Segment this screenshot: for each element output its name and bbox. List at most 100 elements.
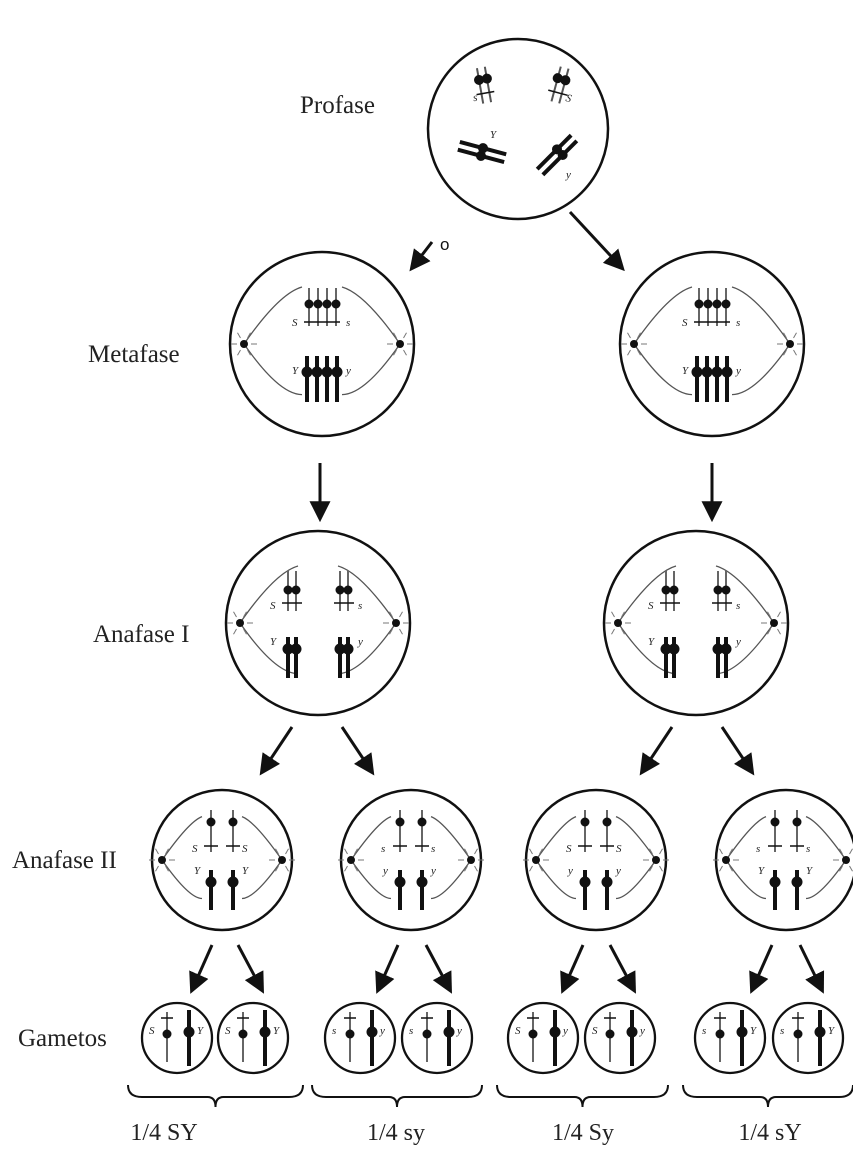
result-label-SY: 1/4 SY xyxy=(130,1120,197,1146)
centromere xyxy=(238,1029,248,1039)
centromere xyxy=(701,366,713,378)
aster-ray xyxy=(403,349,407,356)
arrow-a1-left-2 xyxy=(340,726,375,776)
centriole xyxy=(652,856,660,864)
cell-membrane xyxy=(771,1001,845,1075)
label-profase: Profase xyxy=(300,92,375,119)
centromere xyxy=(443,1026,455,1038)
gene-label: y xyxy=(382,865,388,877)
cell-membrane xyxy=(140,1001,214,1075)
cell-membrane xyxy=(583,1001,657,1075)
centromere xyxy=(417,817,427,827)
gene-label: S xyxy=(225,1025,231,1037)
aster-ray xyxy=(793,332,797,339)
arrow-a2-2b xyxy=(424,944,452,994)
aster-ray xyxy=(659,848,663,855)
gene-label: y xyxy=(735,365,741,377)
centromere xyxy=(228,817,238,827)
centromere xyxy=(331,299,341,309)
aster-ray xyxy=(237,332,241,339)
arrow-profase-right xyxy=(568,210,625,272)
aster-ray xyxy=(627,349,631,356)
spindle-fiber xyxy=(341,286,401,345)
aster-ray xyxy=(464,848,468,855)
centromere xyxy=(283,585,293,595)
stray-mark: o xyxy=(440,235,449,254)
aster-ray xyxy=(627,332,631,339)
cell-membrane xyxy=(506,1001,580,1075)
centromere xyxy=(183,1026,195,1038)
aster-ray xyxy=(767,628,771,635)
cell-membrane xyxy=(216,1001,290,1075)
aster-ray xyxy=(393,332,397,339)
centromere xyxy=(668,643,680,655)
gene-label: S xyxy=(192,843,198,855)
gene-label: S xyxy=(270,600,276,612)
label-anafase-2: Anafase II xyxy=(12,847,117,874)
gene-label: y xyxy=(567,865,573,877)
gene-label: Y xyxy=(758,865,766,877)
gene-label: y xyxy=(615,865,621,877)
centriole xyxy=(630,340,638,348)
centromere xyxy=(313,299,323,309)
label-gametos: Gametos xyxy=(18,1025,107,1052)
gene-label: S xyxy=(242,843,248,855)
aster-ray xyxy=(839,848,843,855)
gene-label: s xyxy=(736,600,740,612)
spindle-fiber xyxy=(805,859,847,900)
cell-membrane xyxy=(400,1001,474,1075)
aster-ray xyxy=(285,865,289,872)
arrow-a2-3b xyxy=(608,944,636,994)
cell-membrane xyxy=(602,529,790,717)
aster-ray xyxy=(243,628,247,635)
spindle-fiber xyxy=(430,815,472,861)
centromere xyxy=(331,366,343,378)
aster-ray xyxy=(529,848,533,855)
gene-label: s xyxy=(736,317,740,329)
centromere xyxy=(343,585,353,595)
spindle-fiber xyxy=(725,815,767,861)
aster-ray xyxy=(233,611,237,618)
spindle-fiber xyxy=(805,815,847,861)
aster-ray xyxy=(767,611,771,618)
arrow-a1-left-1 xyxy=(259,726,294,776)
gene-label: Y xyxy=(648,636,656,648)
spindle-fiber xyxy=(617,622,677,675)
spindle-fiber xyxy=(725,859,767,900)
aster-ray xyxy=(155,865,159,872)
gene-label: y xyxy=(357,636,363,648)
aster-ray xyxy=(275,848,279,855)
centromere xyxy=(162,1029,172,1039)
arrow-a2-4b xyxy=(798,944,825,994)
aster-ray xyxy=(849,848,853,855)
arrow-a1-right-2 xyxy=(720,726,755,776)
centromere xyxy=(814,1026,826,1038)
centromere xyxy=(282,643,294,655)
gene-label: Y xyxy=(806,865,814,877)
gene-label: s xyxy=(332,1025,336,1037)
gene-label: S xyxy=(566,843,572,855)
spindle-fiber xyxy=(731,343,791,396)
aster-ray xyxy=(539,865,543,872)
centriole xyxy=(392,619,400,627)
aster-ray xyxy=(719,865,723,872)
spindle-fiber xyxy=(241,859,283,900)
centriole xyxy=(278,856,286,864)
gene-S-label: S xyxy=(564,92,573,105)
centromere xyxy=(205,876,217,888)
spindle-fiber xyxy=(243,286,303,345)
spindle-fiber xyxy=(535,815,577,861)
brace xyxy=(311,1084,483,1108)
centromere xyxy=(661,585,671,595)
spindle-fiber xyxy=(535,859,577,900)
arrow-a2-4a xyxy=(749,944,774,994)
brace xyxy=(496,1084,669,1108)
gene-Y-label-profase: Y xyxy=(490,129,498,141)
gene-label: s xyxy=(358,600,362,612)
gene-label: S xyxy=(515,1025,521,1037)
